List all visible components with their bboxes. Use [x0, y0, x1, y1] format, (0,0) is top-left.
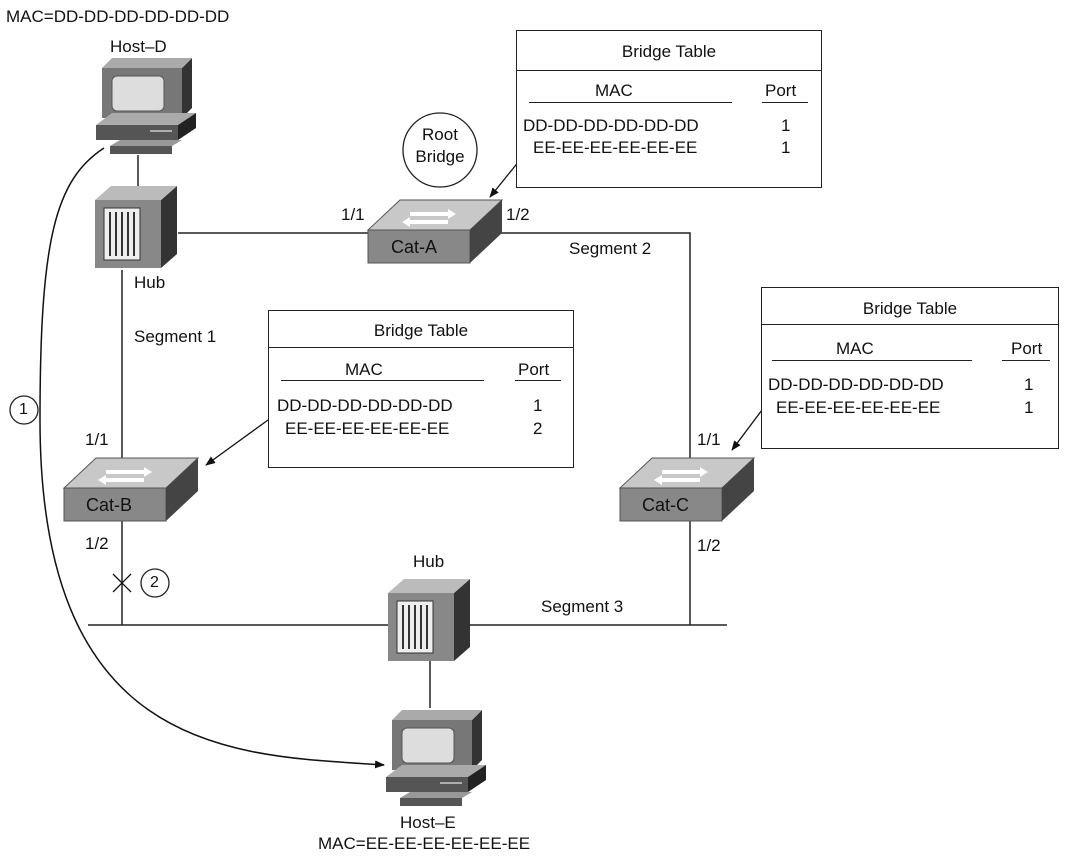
table-cell-port: 1: [1024, 375, 1034, 394]
mac-header-underline: [772, 360, 972, 361]
bridge-table-cat-b: Bridge Table MAC Port DD-DD-DD-DD-DD-DD …: [268, 310, 574, 468]
table-cell-mac: DD-DD-DD-DD-DD-DD: [768, 375, 944, 394]
table-cell-port: 1: [781, 116, 791, 135]
bridge-table-title: Bridge Table: [621, 42, 717, 61]
table-cell-mac: EE-EE-EE-EE-EE-EE: [533, 138, 698, 157]
mac-header-underline: [281, 380, 484, 381]
segment-2-line: [500, 232, 691, 463]
table-c-arrow: [731, 409, 763, 451]
cat-a-label: Cat-A: [391, 237, 438, 257]
frame-path-arrow: [39, 147, 385, 769]
host-e-computer-icon: [386, 710, 486, 806]
root-bridge-label-line1: Root: [422, 125, 458, 144]
switch-cat-c-icon: [618, 457, 756, 522]
segment-1-label: Segment 1: [134, 327, 217, 346]
table-cell-mac: DD-DD-DD-DD-DD-DD: [277, 396, 453, 415]
segment-3-label: Segment 3: [541, 597, 624, 616]
root-bridge-label-line2: Bridge: [415, 147, 465, 166]
table-divider: [762, 324, 1058, 325]
switch-cat-a-icon: [366, 199, 504, 264]
cat-a-port-1-2-label: 1/2: [506, 205, 530, 224]
blocked-port-x: [112, 573, 132, 593]
cat-c-port-1-1-label: 1/1: [697, 430, 721, 449]
table-cell-port: 1: [781, 138, 791, 157]
column-header-port: Port: [518, 360, 550, 379]
column-header-mac: MAC: [836, 339, 874, 358]
host-d-name-label: Host–D: [110, 37, 167, 56]
bridge-table-title: Bridge Table: [373, 321, 469, 340]
root-bridge-circle: [402, 112, 478, 188]
cat-c-port-1-2-label: 1/2: [697, 536, 721, 555]
port-header-underline: [762, 102, 808, 103]
switch-cat-b-icon: [62, 457, 200, 522]
table-divider: [517, 70, 821, 71]
marker-1-label: 1: [19, 401, 28, 418]
mac-header-underline: [529, 102, 732, 103]
host-e-name-label: Host–E: [400, 813, 456, 832]
host-d-computer-icon: [96, 58, 196, 154]
column-header-mac: MAC: [595, 81, 633, 100]
hub-bottom-label: Hub: [413, 552, 445, 571]
column-header-mac: MAC: [345, 360, 383, 379]
marker-2-label: 2: [150, 574, 159, 591]
cat-b-port-1-1-label: 1/1: [85, 430, 109, 449]
segment-2-label: Segment 2: [569, 239, 652, 258]
table-cell-port: 2: [533, 419, 543, 438]
cat-b-label: Cat-B: [86, 495, 133, 515]
bridge-table-title: Bridge Table: [862, 299, 958, 318]
column-header-port: Port: [765, 81, 797, 100]
cat-a-port-1-1-label: 1/1: [341, 205, 365, 224]
hub-top-icon: [95, 186, 177, 268]
host-d-mac-label: MAC=DD-DD-DD-DD-DD-DD: [6, 7, 230, 26]
hub-top-label: Hub: [134, 273, 166, 292]
port-header-underline: [1002, 360, 1050, 361]
bridge-table-cat-a: Bridge Table MAC Port DD-DD-DD-DD-DD-DD …: [516, 30, 822, 188]
cat-c-label: Cat-C: [642, 495, 690, 515]
table-b-arrow: [205, 419, 269, 466]
table-cell-mac: EE-EE-EE-EE-EE-EE: [776, 398, 941, 417]
table-cell-port: 1: [1024, 398, 1034, 417]
port-header-underline: [515, 380, 561, 381]
cat-b-port-1-2-label: 1/2: [85, 534, 109, 553]
marker-2-circle: [140, 568, 170, 598]
host-e-mac-label: MAC=EE-EE-EE-EE-EE-EE: [318, 834, 531, 853]
table-cell-mac: DD-DD-DD-DD-DD-DD: [523, 116, 699, 135]
column-header-port: Port: [1011, 339, 1043, 358]
table-cell-port: 1: [533, 396, 543, 415]
hub-bottom-icon: [388, 579, 470, 661]
marker-1-circle: [9, 395, 39, 425]
bridge-table-cat-c: Bridge Table MAC Port DD-DD-DD-DD-DD-DD …: [761, 287, 1059, 449]
table-cell-mac: EE-EE-EE-EE-EE-EE: [285, 419, 450, 438]
table-divider: [269, 347, 573, 348]
